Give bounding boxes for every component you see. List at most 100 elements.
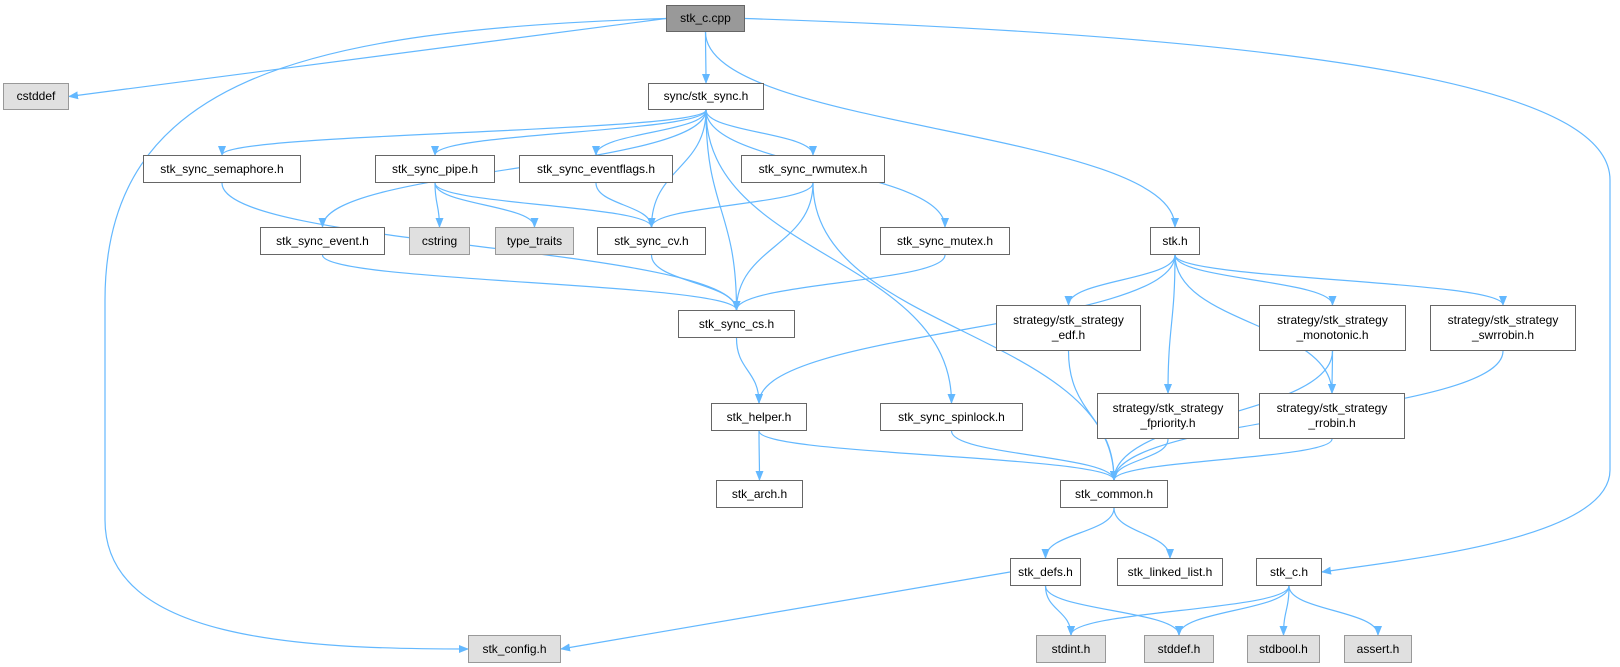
edge-mutex-to-cs <box>732 254 946 311</box>
node-label: stdbool.h <box>1259 641 1308 656</box>
edge-sync-to-cs <box>705 109 741 311</box>
node-label: strategy/stk_strategy _rrobin.h <box>1276 401 1388 430</box>
node-pipe[interactable]: stk_sync_pipe.h <box>375 155 495 183</box>
node-label: stk_helper.h <box>726 409 792 424</box>
node-label: stk_sync_cv.h <box>614 233 689 248</box>
node-swrrobin[interactable]: strategy/stk_strategy _swrrobin.h <box>1430 305 1576 351</box>
edge-event-to-cs <box>321 254 741 311</box>
edge-common-to-defs <box>1041 507 1115 559</box>
node-eventflags[interactable]: stk_sync_eventflags.h <box>519 155 673 183</box>
node-label: stk_config.h <box>482 641 547 656</box>
node-type-traits[interactable]: type_traits <box>495 227 574 255</box>
edge-cs-to-helper <box>735 337 763 404</box>
edge-stk_c_cpp-to-config <box>104 17 667 653</box>
node-stk-c-h[interactable]: stk_c.h <box>1256 558 1322 586</box>
edge-sync-to-event <box>318 109 707 228</box>
node-label: stk_defs.h <box>1018 564 1073 579</box>
edge-sync-to-spinlock <box>705 109 956 404</box>
node-edf[interactable]: strategy/stk_strategy _edf.h <box>996 305 1141 351</box>
node-cv[interactable]: stk_sync_cv.h <box>597 227 706 255</box>
edge-stk_h-to-fpriority <box>1164 254 1176 394</box>
node-label: stk_sync_semaphore.h <box>160 161 284 176</box>
edge-rwmutex-to-cs <box>732 182 814 311</box>
node-label: strategy/stk_strategy _edf.h <box>1013 313 1124 342</box>
node-spinlock[interactable]: stk_sync_spinlock.h <box>880 403 1023 431</box>
node-label: strategy/stk_strategy _swrrobin.h <box>1447 313 1559 342</box>
edge-common-to-linked_list <box>1113 507 1174 559</box>
node-fpriority[interactable]: strategy/stk_strategy _fpriority.h <box>1097 393 1239 439</box>
edge-rrobin-to-common <box>1110 438 1333 481</box>
edge-spinlock-to-common <box>950 430 1118 481</box>
node-label: stk_sync_spinlock.h <box>898 409 1005 424</box>
edge-stk_c_h-to-stdint <box>1067 585 1290 636</box>
node-cs[interactable]: stk_sync_cs.h <box>678 310 795 338</box>
edge-stk_c_cpp-to-stk_c_h <box>744 17 1611 575</box>
node-linked-list[interactable]: stk_linked_list.h <box>1117 558 1223 586</box>
edge-helper-to-common <box>758 430 1118 481</box>
node-label: stk_common.h <box>1074 486 1154 501</box>
edge-sync-to-cv <box>647 109 707 228</box>
edge-stk_h-to-helper <box>755 254 1176 404</box>
edge-stk_c_h-to-stdbool <box>1279 585 1290 636</box>
node-config[interactable]: stk_config.h <box>468 635 561 663</box>
edge-stk_h-to-swrrobin <box>1174 254 1507 306</box>
node-label: stk.h <box>1162 233 1188 248</box>
node-label: stk_sync_rwmutex.h <box>758 161 868 176</box>
node-label: sync/stk_sync.h <box>663 89 749 103</box>
node-sync[interactable]: sync/stk_sync.h <box>648 83 764 110</box>
edge-sync-to-pipe <box>431 109 707 156</box>
edge-sync-to-semaphore <box>218 109 707 156</box>
node-stdbool[interactable]: stdbool.h <box>1247 635 1320 663</box>
node-event[interactable]: stk_sync_event.h <box>260 227 385 255</box>
node-label: stk_arch.h <box>731 486 788 501</box>
node-label: stddef.h <box>1157 641 1201 656</box>
node-label: stk_c.h <box>1269 564 1308 579</box>
node-stdint[interactable]: stdint.h <box>1036 635 1106 663</box>
node-label: stdint.h <box>1051 641 1091 656</box>
edge-sync-to-rwmutex <box>705 109 817 156</box>
node-label: type_traits <box>506 233 563 248</box>
node-label: stk_sync_mutex.h <box>896 233 994 248</box>
node-rwmutex[interactable]: stk_sync_rwmutex.h <box>741 155 885 183</box>
node-label: strategy/stk_strategy _fpriority.h <box>1112 401 1224 430</box>
node-defs[interactable]: stk_defs.h <box>1010 558 1081 586</box>
node-label: assert.h <box>1356 641 1400 656</box>
node-cstddef[interactable]: cstddef <box>3 83 69 110</box>
node-label: stk_c.cpp <box>680 11 731 25</box>
node-label: strategy/stk_strategy _monotonic.h <box>1277 313 1388 342</box>
edge-pipe-to-cv <box>434 182 656 228</box>
edge-sync-to-eventflags <box>592 109 707 156</box>
edge-defs-to-config <box>560 571 1011 652</box>
edge-edf-to-common <box>1067 350 1118 481</box>
node-arch[interactable]: stk_arch.h <box>716 480 803 508</box>
node-label: cstddef <box>16 89 56 103</box>
edge-stk_c_cpp-to-cstddef <box>68 17 667 100</box>
node-cstring[interactable]: cstring <box>409 227 470 255</box>
node-label: cstring <box>421 233 458 248</box>
node-label: stk_sync_cs.h <box>698 316 775 331</box>
edge-pipe-to-cstring <box>434 182 444 228</box>
node-rrobin[interactable]: strategy/stk_strategy _rrobin.h <box>1259 393 1405 439</box>
edge-rwmutex-to-cv <box>647 182 814 228</box>
node-stddef[interactable]: stddef.h <box>1144 635 1214 663</box>
edge-stk_c_cpp-to-stk_h <box>704 31 1179 228</box>
edge-helper-to-arch <box>755 430 764 481</box>
node-mutex[interactable]: stk_sync_mutex.h <box>880 227 1010 255</box>
node-stk-c-cpp[interactable]: stk_c.cpp <box>666 5 745 32</box>
node-helper[interactable]: stk_helper.h <box>711 403 807 431</box>
edge-stk_h-to-monotonic <box>1174 254 1337 306</box>
node-monotonic[interactable]: strategy/stk_strategy _monotonic.h <box>1259 305 1406 351</box>
node-assert[interactable]: assert.h <box>1344 635 1412 663</box>
edge-semaphore-to-cs <box>221 182 741 311</box>
edge-defs-to-stddef <box>1044 585 1183 636</box>
node-label: stk_linked_list.h <box>1127 564 1213 579</box>
edge-pipe-to-type_traits <box>434 182 539 228</box>
node-label: stk_sync_eventflags.h <box>536 161 656 176</box>
node-common[interactable]: stk_common.h <box>1060 480 1168 508</box>
edge-stk_c_h-to-stddef <box>1175 585 1290 636</box>
node-semaphore[interactable]: stk_sync_semaphore.h <box>143 155 301 183</box>
node-stk-h[interactable]: stk.h <box>1150 227 1200 255</box>
edge-stk_h-to-rrobin <box>1174 254 1336 394</box>
edge-stk_h-to-edf <box>1064 254 1176 306</box>
